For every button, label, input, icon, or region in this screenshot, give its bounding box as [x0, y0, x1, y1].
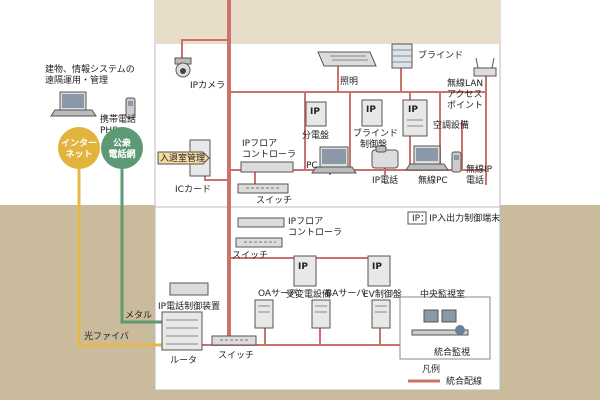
blind-label: ブラインド: [418, 49, 463, 61]
ic-card-label: ICカード: [175, 184, 211, 195]
ip-floor-controller-top-label: IPフロア: [242, 139, 277, 149]
router-icon: [161, 311, 203, 351]
integrated-monitoring-label: 統合監視: [434, 346, 470, 358]
wireless-ip-phone-label: 無線IP: [466, 163, 493, 175]
legend-title: 凡例: [422, 363, 440, 375]
mobile-phs-label: 携帯電話: [100, 113, 136, 125]
mobile-phs-label-2: PHS: [100, 126, 118, 136]
oa-server-label: OAサーバ: [258, 288, 298, 299]
blind-control-label: ブラインド: [353, 127, 398, 139]
wireless-lan-label: 無線LAN: [447, 77, 483, 89]
ip-floor-controller-mid-label-2: コントローラ: [288, 227, 342, 238]
svg-text:IP: IP: [372, 262, 382, 272]
ip-floor-controller-mid-label: IPフロア: [288, 217, 323, 227]
entry-mgmt-tag: 入退室管理: [157, 151, 210, 165]
legend-wiring-label: 統合配線: [446, 375, 482, 387]
metal-label: メタル: [125, 310, 152, 321]
blind-icon: [391, 43, 413, 69]
pc-label: PC: [306, 161, 318, 171]
internet-label: インター: [61, 137, 97, 149]
optical-fiber-line: [77, 168, 185, 347]
switch-top-label: スイッチ: [256, 195, 292, 206]
wireless-ap-icon: [473, 57, 497, 77]
wireless-pc-label: 無線PC: [418, 174, 448, 186]
public-network-label-2: 電話網: [108, 148, 135, 160]
public-network-circle: [101, 127, 143, 169]
wireless-lan-label-2: アクセス: [447, 89, 483, 100]
svg-text:IP: IP: [310, 107, 320, 117]
wireless-lan-label-3: ポイント: [447, 100, 483, 111]
distribution-board-icon: IP: [305, 101, 327, 127]
ev-control-label: EV制御盤: [363, 288, 402, 300]
monitoring-desk-icon: [411, 309, 469, 336]
pc-icon: [311, 146, 357, 174]
ip-phone-control-label: IP電話制御装置: [158, 300, 220, 312]
ip-floor-controller-top-label-2: コントローラ: [242, 149, 296, 160]
switch-mid-label: スイッチ: [232, 250, 268, 261]
ip-phone-control-icon: [169, 282, 209, 296]
main-trunk: [227, 0, 231, 345]
air-conditioning-label: 空調設備: [433, 119, 469, 131]
ip-camera-label: IPカメラ: [190, 80, 225, 91]
distribution-board-label: 分電盤: [302, 129, 329, 141]
ev-control-icon: IP: [367, 255, 391, 287]
mobile-phone-icon: [125, 97, 136, 119]
air-conditioning-icon: IP: [402, 99, 428, 137]
wireless-ip-phone-label-2: 電話: [466, 174, 484, 186]
ip-phone-label: IP電話: [372, 174, 398, 186]
entry-mgmt-label: 入退室管理: [160, 152, 205, 164]
internet-label-2: ネット: [65, 149, 92, 160]
switch-top-icon: [237, 183, 289, 194]
ip-legend-badge: [407, 211, 427, 225]
remote-management-laptop: [50, 91, 97, 117]
central-monitoring-room: [399, 296, 491, 360]
ceiling-band: [155, 0, 500, 44]
svg-text:IP: IP: [408, 105, 418, 115]
svg-text:IP: IP: [366, 105, 376, 115]
ip-floor-controller-mid-icon: [237, 217, 285, 228]
building-mgmt-label-2: 遠隔運用・管理: [45, 74, 108, 86]
router-label: ルータ: [170, 355, 197, 366]
switch-mid-icon: [235, 237, 283, 248]
wireless-pc-icon: [405, 145, 449, 171]
ba-server-label: BAサーバ: [326, 288, 365, 299]
ba-server-icon: [311, 299, 331, 329]
switch-bottom-icon: [211, 335, 257, 346]
wireless-ip-phone-icon: [451, 151, 462, 173]
switch-bottom-label: スイッチ: [218, 350, 254, 361]
substation-icon: IP: [293, 255, 317, 287]
ip-camera-icon: [174, 57, 192, 78]
substation-label: 受変電設備: [286, 288, 331, 300]
blind-control-icon: IP: [361, 99, 383, 127]
building-mgmt-label: 建物、情報システムの: [45, 63, 135, 75]
optical-fiber-label: 光ファイバ: [84, 330, 129, 342]
oa-server-icon: [254, 299, 274, 329]
ip-phone-icon: [371, 145, 399, 169]
central-monitoring-label: 中央監視室: [420, 288, 465, 300]
lighting-icon: [317, 51, 377, 67]
ip-floor-controller-top-icon: [240, 161, 294, 173]
ip-legend-label: IP：IP入出力制御端末: [412, 212, 500, 224]
third-server-icon: [371, 299, 391, 329]
internet-circle: [58, 127, 100, 169]
public-network-label: 公衆: [113, 137, 131, 149]
svg-text:IP: IP: [298, 262, 308, 272]
lighting-label: 照明: [340, 76, 358, 87]
